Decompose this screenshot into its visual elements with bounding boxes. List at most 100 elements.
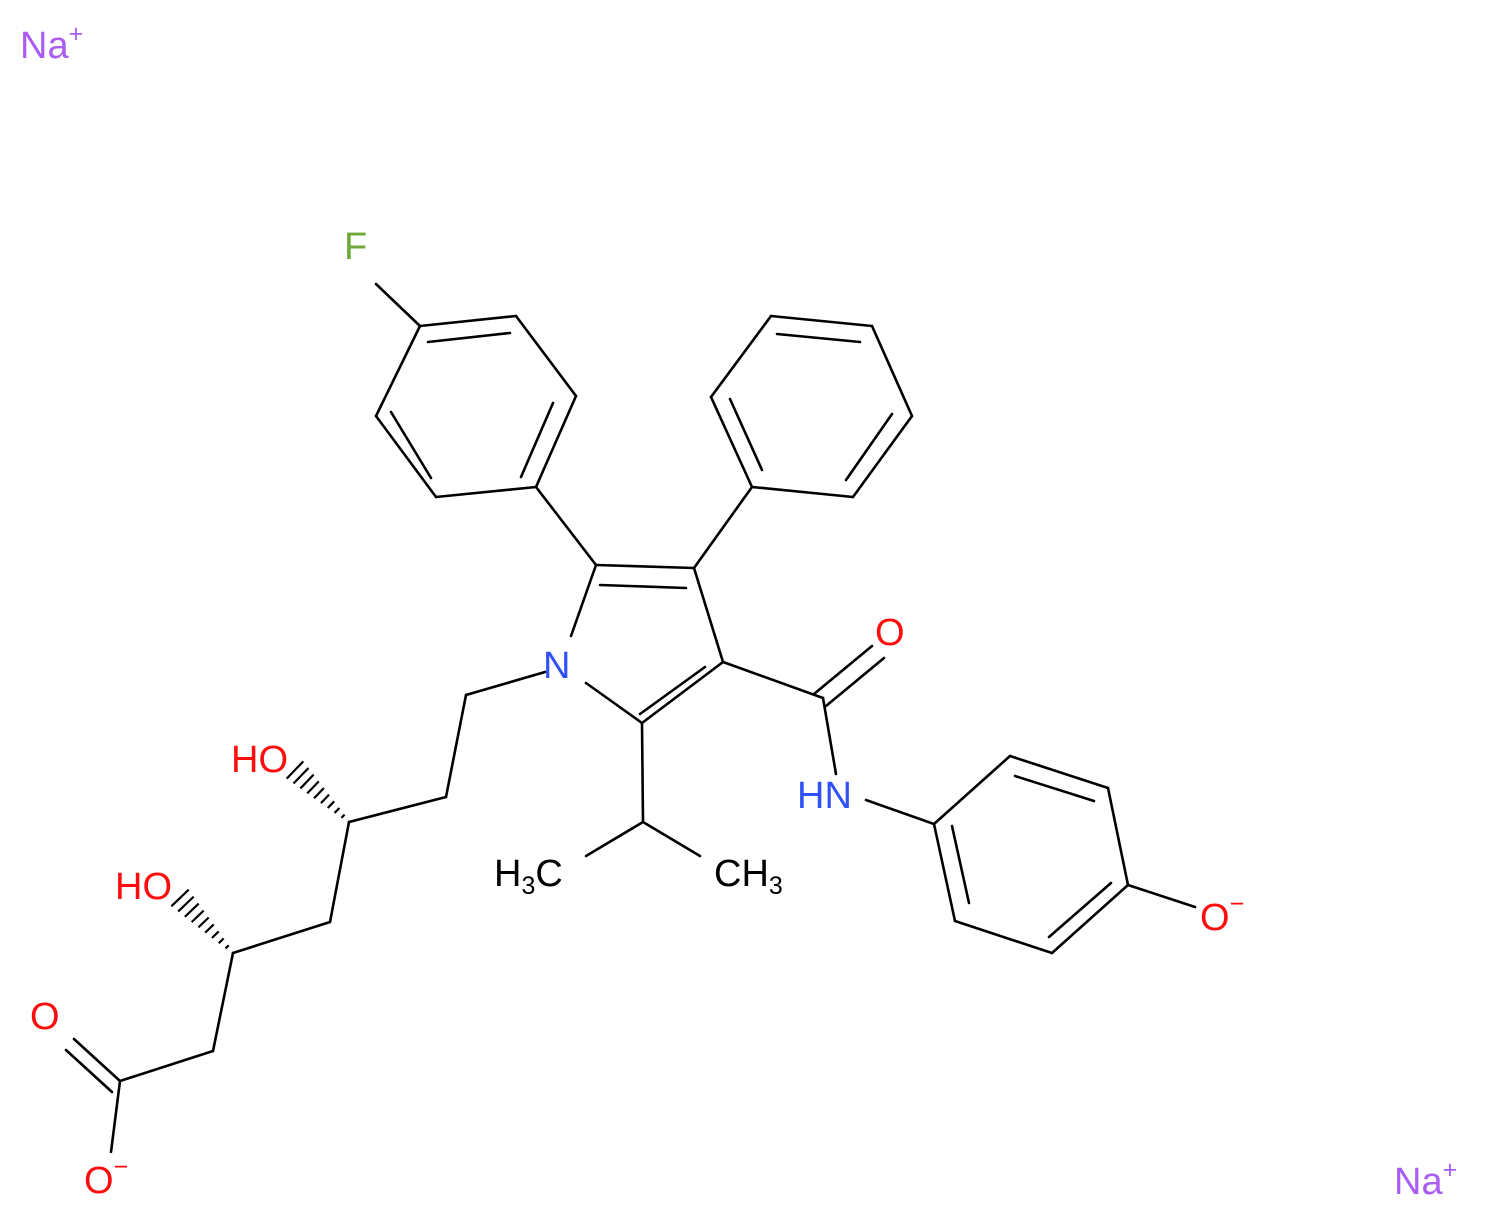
bond-phenol — [1106, 786, 1130, 887]
bond-fphenyl — [374, 324, 422, 418]
bond-phenyl — [870, 324, 914, 418]
methyl-group-right: CH3 — [714, 853, 783, 900]
bond-isopropyl-me — [584, 820, 645, 858]
bond-fphenyl — [514, 314, 578, 398]
bond-phenol — [932, 754, 1012, 826]
bond-fphenyl — [418, 314, 518, 328]
stereo-hash-bond-3 — [224, 944, 230, 950]
carboxylate-oxygen-atom: O− — [84, 1153, 128, 1202]
bond-pyrrole — [594, 563, 696, 570]
bond-chain — [464, 670, 547, 697]
bond-f-ring — [374, 282, 422, 328]
hydroxyl-group-3: HO — [115, 866, 172, 908]
stereo-hash-bond-5 — [333, 807, 341, 814]
bond-phenol — [932, 822, 957, 923]
stereo-hash-bond-3 — [170, 888, 190, 908]
bond-phenyl-inner — [728, 397, 764, 472]
bond-fphenyl — [534, 394, 578, 489]
bond-phenol-inner — [1013, 774, 1096, 803]
bond-amide-aryl — [864, 798, 936, 826]
sodium-ion-bottom: Na+ — [1394, 1156, 1457, 1203]
pyrrole-nitrogen-atom: N — [543, 645, 570, 687]
bond-phenyl — [769, 314, 874, 328]
carboxylate-oxygen-symbol: O — [84, 1160, 114, 1202]
bond-amide-carbonyl — [812, 644, 874, 696]
phenoxide-oxygen-charge: − — [1230, 890, 1245, 918]
bond-chain — [328, 820, 351, 924]
bond-phenyl-inner — [844, 412, 894, 482]
bond-pyrrole-inner — [598, 583, 688, 590]
amide-oxygen-atom: O — [875, 612, 905, 654]
bond-phenyl — [709, 395, 754, 489]
bond-fphenyl — [434, 485, 538, 499]
bond-phenol — [1050, 883, 1130, 955]
methyl-right-subscript: 3 — [769, 872, 783, 900]
carbonyl-oxygen-atom: O — [30, 996, 60, 1038]
hydroxyl-group-5: HO — [231, 739, 288, 781]
bond-phenyl — [750, 485, 855, 499]
bond-fphenyl-inner — [519, 401, 555, 479]
bond-phenol-o — [1126, 883, 1197, 909]
sodium-ion-top: Na+ — [20, 20, 83, 67]
bond-phenol-inner — [950, 824, 971, 905]
stereo-hash-bond-5 — [306, 780, 320, 795]
bond-pyrrole — [569, 563, 598, 638]
sodium-symbol-top: Na — [20, 25, 69, 67]
atom-label-layer: Na+ Na+ F N O HN O− HO HO O O− H3C CH3 — [20, 20, 1457, 1203]
phenoxide-oxygen-symbol: O — [1200, 897, 1230, 939]
bond-pyrrole — [640, 660, 725, 725]
sodium-symbol-bottom: Na — [1394, 1161, 1443, 1203]
stereo-hash-bond-3 — [197, 916, 210, 929]
bond-chain — [231, 920, 332, 955]
bond-phenol-inner — [1047, 881, 1113, 939]
stereo-hash-bond-5 — [292, 767, 310, 785]
stereo-hash-bond-5 — [299, 773, 315, 790]
stereo-hash-bond-3 — [211, 930, 220, 939]
phenoxide-oxygen-atom: O− — [1200, 890, 1244, 939]
bond-chain — [444, 693, 468, 799]
bond-fphenyl-inner — [389, 410, 433, 480]
stereo-hash-bond-3 — [190, 909, 205, 923]
bond-phenyl-link — [692, 485, 754, 570]
bond-chain — [347, 795, 448, 824]
bond-fphenyl-inner — [426, 331, 512, 344]
bond-carboxylate — [109, 1079, 122, 1154]
bond-isopropyl-me — [641, 820, 702, 858]
stereo-hash-bond-5 — [313, 787, 325, 799]
bond-phenol — [1008, 754, 1110, 790]
bond-phenol — [953, 919, 1054, 955]
methyl-group-left: H3C — [494, 853, 563, 900]
stereo-hash-bond-3 — [177, 895, 195, 913]
stereo-hash-bond-5 — [326, 800, 336, 809]
bond-phenyl — [851, 414, 914, 499]
bond-isopropyl — [640, 721, 645, 824]
carboxylate-oxygen-charge: − — [114, 1153, 129, 1181]
bond-aryl-pyrrole — [534, 485, 598, 567]
amide-nh-group: HN — [797, 775, 852, 817]
stereo-hash-bond-3 — [204, 923, 215, 934]
stereo-hash-bond-5 — [347, 820, 351, 824]
bond-phenyl — [709, 314, 773, 399]
bond-chain — [211, 951, 235, 1053]
bond-pyrrole-inner — [638, 665, 707, 716]
fluorine-atom: F — [344, 226, 367, 268]
sodium-charge-top: + — [69, 20, 84, 48]
methyl-left-c: C — [535, 853, 562, 895]
methyl-left-subscript: 3 — [521, 872, 535, 900]
bond-amide-n — [821, 696, 838, 776]
methyl-right-ch: CH — [714, 853, 769, 895]
stereo-hash-bond-3 — [231, 951, 235, 955]
stereo-hash-bond-5 — [340, 813, 346, 819]
bond-phenyl-inner — [775, 332, 862, 344]
bond-carbonyl — [72, 1037, 122, 1083]
bond-amide — [721, 660, 825, 700]
stereo-hash-bond-5 — [320, 793, 330, 804]
stereo-hash-bond-3 — [217, 937, 225, 944]
bond-carbonyl — [64, 1048, 114, 1094]
bond-amide-carbonyl — [824, 656, 886, 708]
bond-layer — [64, 282, 1197, 1154]
bond-pyrrole — [584, 681, 644, 725]
stereo-hash-bond-3 — [184, 902, 200, 918]
methyl-left-h: H — [494, 853, 521, 895]
